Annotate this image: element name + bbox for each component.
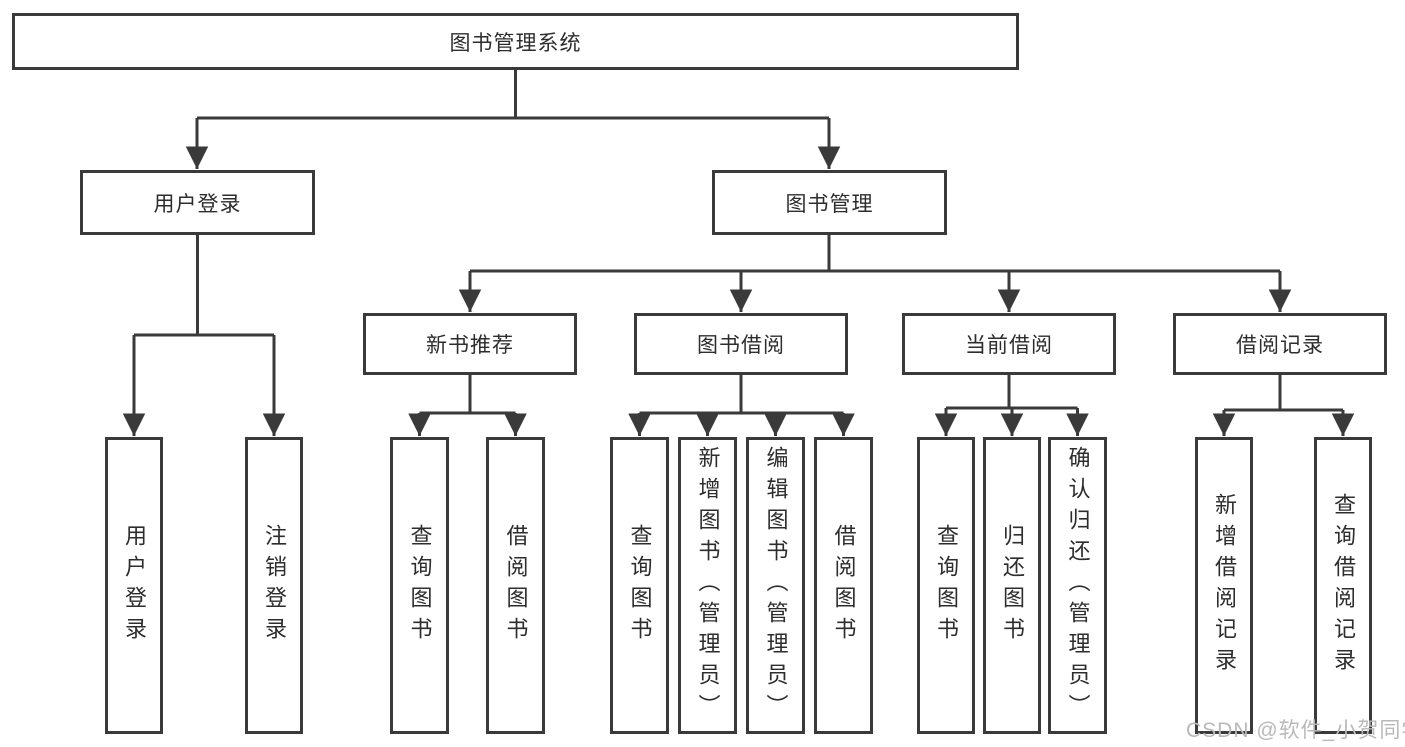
node-user-login-branch: 用户登录 — [80, 170, 315, 235]
node-book-management-branch: 图书管理 — [712, 170, 947, 235]
leaf-user-login: 用户登录 — [105, 437, 163, 734]
node-borrowing-records: 借阅记录 — [1173, 313, 1387, 375]
csdn-watermark: CSDN @软件_小贺同学 — [1186, 719, 1405, 742]
leaf-edit-book-admin: 编辑图书（管理员） — [746, 437, 805, 734]
leaf-logout: 注销登录 — [245, 437, 303, 734]
leaf-add-borrow-record: 新增借阅记录 — [1195, 437, 1253, 734]
leaf-query-books-3: 查询图书 — [917, 437, 975, 734]
leaf-add-book-admin: 新增图书（管理员） — [678, 437, 737, 734]
leaf-return-books: 归还图书 — [983, 437, 1041, 734]
leaf-borrow-books-1: 借阅图书 — [486, 437, 545, 734]
node-book-borrowing: 图书借阅 — [634, 313, 848, 375]
node-current-borrowing: 当前借阅 — [902, 313, 1116, 375]
leaf-query-borrow-record: 查询借阅记录 — [1314, 437, 1372, 734]
leaf-borrow-books-2: 借阅图书 — [814, 437, 873, 734]
leaf-query-books-2: 查询图书 — [610, 437, 669, 734]
leaf-confirm-return-admin: 确认归还（管理员） — [1048, 437, 1107, 734]
node-new-book-recommendation: 新书推荐 — [363, 313, 577, 375]
leaf-query-books-1: 查询图书 — [390, 437, 449, 734]
node-library-system: 图书管理系统 — [12, 13, 1019, 70]
